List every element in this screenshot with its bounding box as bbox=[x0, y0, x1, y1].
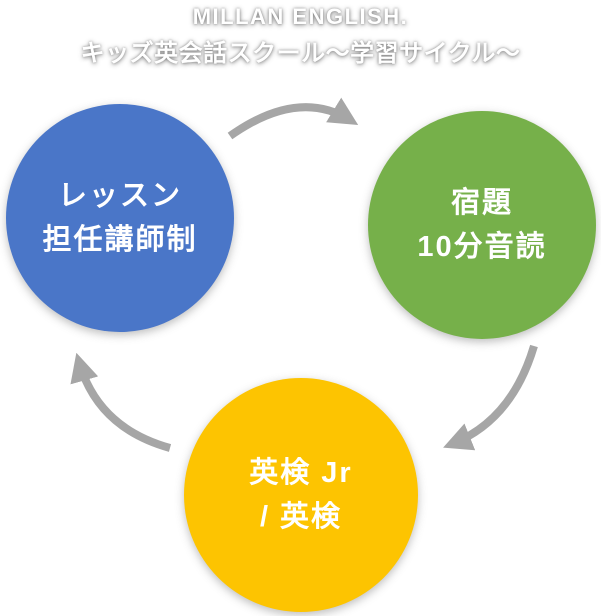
cycle-node-lesson: レッスン 担任講師制 bbox=[6, 104, 234, 332]
cycle-node-eiken: 英検 Jr / 英検 bbox=[184, 378, 418, 612]
page-subtitle: キッズ英会話スクール〜学習サイクル〜 bbox=[80, 40, 521, 67]
node-eiken-label-line1: 英検 Jr bbox=[249, 457, 353, 489]
node-lesson-label-line1: レッスン bbox=[57, 180, 182, 212]
cycle-node-homework: 宿題 10分音読 bbox=[368, 111, 596, 339]
node-homework-label-line2: 10分音読 bbox=[417, 231, 547, 263]
node-eiken-label-line2: / 英検 bbox=[259, 501, 343, 533]
arrow-eiken-to-lesson-icon bbox=[70, 352, 172, 452]
node-homework-label-line1: 宿題 bbox=[450, 187, 513, 219]
arrow-homework-to-eiken-icon bbox=[443, 344, 538, 451]
page-title: MILLAN ENGLISH. bbox=[192, 4, 409, 29]
node-lesson-label-line2: 担任講師制 bbox=[42, 224, 198, 256]
arrow-lesson-to-homework-icon bbox=[227, 97, 359, 140]
